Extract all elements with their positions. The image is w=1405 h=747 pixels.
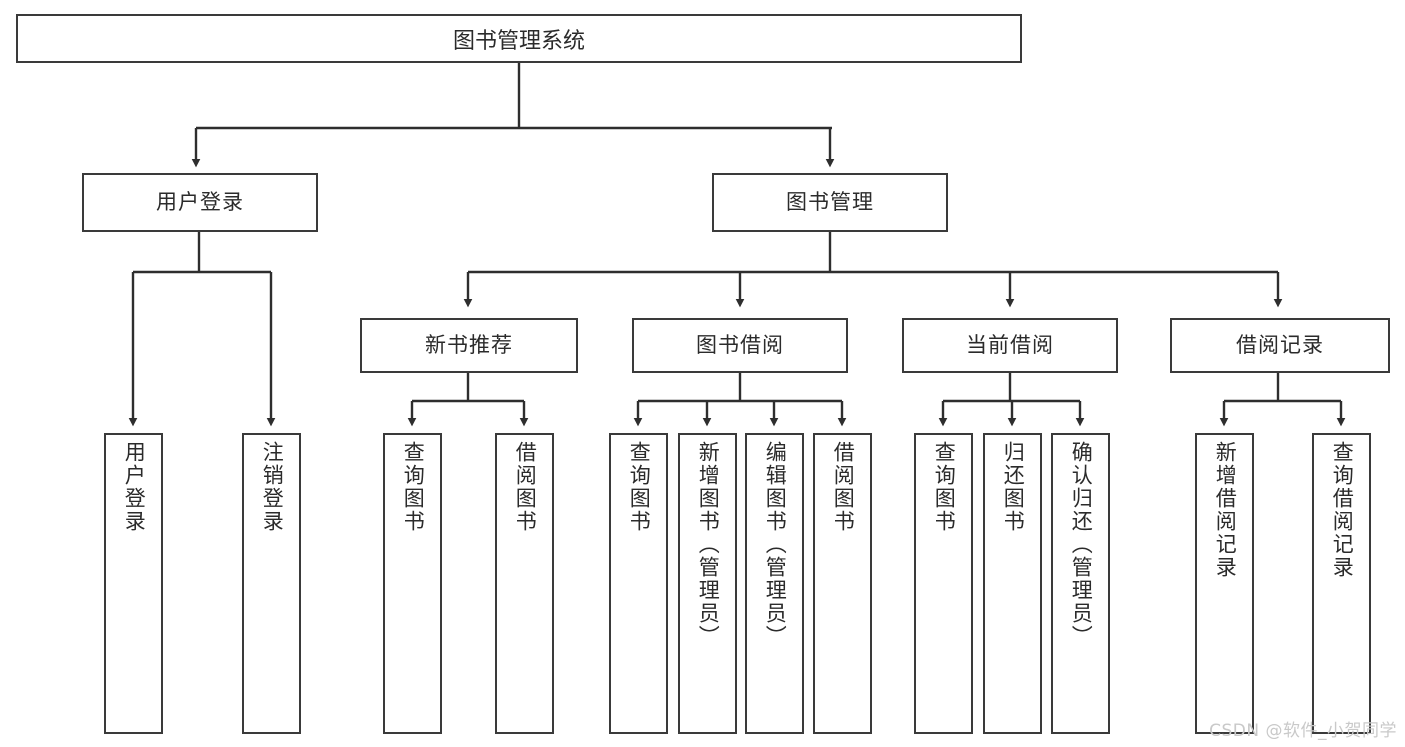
node-label: 借阅图书 <box>831 441 856 533</box>
node-label: 查询图书 <box>627 441 652 533</box>
node-label: 查询图书 <box>932 441 957 533</box>
leaf-add-borrow-record[interactable]: 新增借阅记录 <box>1195 433 1254 734</box>
node-label: 编辑图书（管理员） <box>763 441 788 648</box>
node-label: 图书管理系统 <box>452 28 585 54</box>
node-label: 注销登录 <box>260 441 285 533</box>
node-book-borrow[interactable]: 图书借阅 <box>632 318 848 373</box>
node-label: 借阅记录 <box>1236 332 1324 357</box>
node-new-book-recommend[interactable]: 新书推荐 <box>360 318 578 373</box>
leaf-query-book-recommend[interactable]: 查询图书 <box>383 433 442 734</box>
node-label: 确认归还（管理员） <box>1069 441 1094 648</box>
leaf-user-login[interactable]: 用户登录 <box>104 433 163 734</box>
node-label: 新书推荐 <box>425 332 513 357</box>
node-borrow-record[interactable]: 借阅记录 <box>1170 318 1390 373</box>
leaf-logout-login[interactable]: 注销登录 <box>242 433 301 734</box>
node-book-management[interactable]: 图书管理 <box>712 173 948 232</box>
node-label: 图书借阅 <box>696 332 784 357</box>
node-label: 当前借阅 <box>966 332 1054 357</box>
leaf-return-book[interactable]: 归还图书 <box>983 433 1042 734</box>
node-label: 用户登录 <box>156 189 244 214</box>
node-label: 新增借阅记录 <box>1213 441 1238 579</box>
leaf-query-book-borrow[interactable]: 查询图书 <box>609 433 668 734</box>
node-label: 查询借阅记录 <box>1330 441 1355 579</box>
node-root-book-management-system[interactable]: 图书管理系统 <box>16 14 1022 63</box>
node-label: 用户登录 <box>122 441 147 533</box>
node-label: 借阅图书 <box>513 441 538 533</box>
node-label: 新增图书（管理员） <box>696 441 721 648</box>
leaf-query-book-current[interactable]: 查询图书 <box>914 433 973 734</box>
node-user-login[interactable]: 用户登录 <box>82 173 318 232</box>
node-label: 查询图书 <box>401 441 426 533</box>
leaf-borrow-book[interactable]: 借阅图书 <box>813 433 872 734</box>
node-current-borrow[interactable]: 当前借阅 <box>902 318 1118 373</box>
leaf-query-borrow-record[interactable]: 查询借阅记录 <box>1312 433 1371 734</box>
node-label: 图书管理 <box>786 189 874 214</box>
leaf-edit-book-admin[interactable]: 编辑图书（管理员） <box>745 433 804 734</box>
leaf-add-book-admin[interactable]: 新增图书（管理员） <box>678 433 737 734</box>
leaf-confirm-return-admin[interactable]: 确认归还（管理员） <box>1051 433 1110 734</box>
node-label: 归还图书 <box>1001 441 1026 533</box>
watermark: CSDN @软件_小贺同学 <box>1209 721 1397 741</box>
leaf-borrow-book-recommend[interactable]: 借阅图书 <box>495 433 554 734</box>
